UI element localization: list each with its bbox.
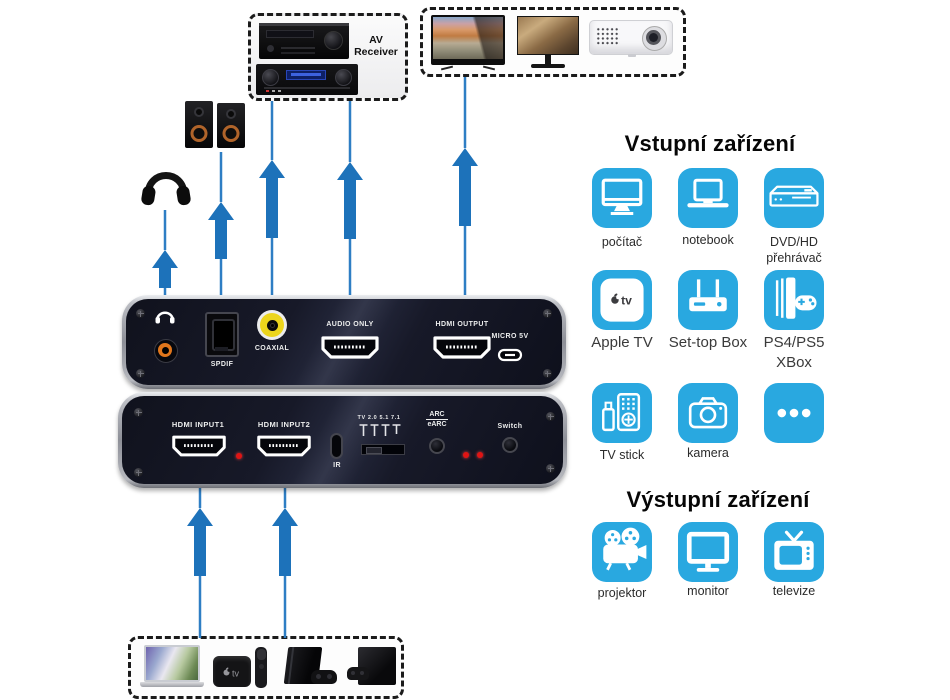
retro-tv-icon (764, 522, 824, 582)
extractor-input-panel: HDMI INPUT1 HDMI INPUT2 IR TV 2.0 5.1 7.… (118, 392, 567, 488)
switch-button (502, 437, 518, 453)
arc-label: ARC (429, 411, 445, 418)
flow-arrow-hdmi-output (452, 77, 478, 299)
tv-image (431, 15, 505, 71)
input-device-label: přehrávač (766, 251, 822, 265)
camera-icon (678, 383, 738, 443)
displays-group-box (420, 7, 686, 77)
headphone-icon (155, 311, 175, 324)
amplifier-image (256, 64, 358, 95)
speaker-left-image (185, 101, 213, 148)
input-device-label: počítač (601, 235, 643, 249)
more-devices-icon (764, 383, 824, 443)
screw-icon (136, 309, 145, 318)
audio-only-label: AUDIO ONLY (326, 321, 374, 328)
ir-port (330, 433, 343, 459)
projector-vents (596, 27, 620, 46)
laptop-icon (678, 168, 738, 228)
output-device-label: televize (772, 584, 816, 598)
input-device-label: kamera (687, 446, 729, 460)
outputs-heading: Výstupní zařízení (626, 487, 810, 512)
output-device-label: monitor (687, 584, 729, 598)
screw-icon (136, 369, 145, 378)
ir-label: IR (333, 462, 341, 469)
gaming-monitor-image (517, 16, 579, 68)
hdmi-output-port (433, 336, 491, 359)
status-led-1 (463, 452, 469, 458)
screw-icon (543, 309, 552, 318)
screw-icon (543, 369, 552, 378)
apple-tv-icon: tv (592, 270, 652, 330)
input-device-label: XBox (776, 354, 812, 371)
spdif-port (205, 312, 239, 357)
controller2-image (347, 667, 369, 680)
coaxial-port (257, 310, 287, 340)
projector-image (589, 20, 673, 57)
input-device-label: Apple TV (591, 334, 653, 351)
flow-arrow-headphones (152, 210, 178, 299)
input-device-label: DVD/HD (770, 235, 818, 249)
micro-usb-label: MICRO 5V (491, 333, 529, 340)
screw-icon (546, 464, 555, 473)
film-projector-icon (592, 522, 652, 582)
tv-stick-icon (592, 383, 652, 443)
hdmi-output-label: HDMI OUTPUT (435, 321, 489, 328)
headphones-image (141, 172, 191, 206)
ps4-controller-image (311, 670, 337, 684)
dip-switch-label: TV 2.0 5.1 7.1 (357, 415, 401, 421)
screw-icon (134, 468, 143, 477)
sources-group-box: tv (128, 636, 404, 699)
flow-arrow-audio-only (337, 101, 363, 299)
flow-arrow-hdmi-input1 (187, 470, 213, 638)
headphone-jack (154, 339, 178, 363)
apple-remote-image (255, 647, 267, 688)
input-device-label: TV stick (599, 448, 645, 462)
apple-tv-logo-text: tv (232, 669, 240, 679)
apple-tv-box-image: tv (213, 656, 251, 687)
micro-usb-port (497, 348, 523, 362)
game-console-icon (764, 270, 824, 330)
hdmi-input2-label: HDMI INPUT2 (257, 420, 311, 429)
dip-slider-switch (361, 444, 405, 455)
spdif-label: SPDIF (210, 361, 234, 368)
speaker-right-image (217, 103, 245, 148)
av-receiver-label: AV Receiver (354, 34, 398, 59)
flow-arrow-coaxial (259, 101, 285, 299)
extractor-output-panel: SPDIF COAXIAL AUDIO ONLY HDMI OUTPUT MIC… (122, 295, 566, 389)
flow-arrow-hdmi-input2 (272, 470, 298, 638)
status-led-2 (477, 452, 483, 458)
input-device-label: notebook (682, 233, 734, 247)
arc-earc-divider (426, 419, 448, 420)
arc-earc-button (429, 438, 445, 454)
output-device-label: projektor (597, 586, 647, 600)
dvd-player-icon (764, 168, 824, 228)
monitor-icon (678, 522, 738, 582)
input-device-label: PS4/PS5 (763, 334, 825, 351)
laptop-image (140, 645, 204, 689)
av-receiver-group-box: AV Receiver (248, 13, 408, 101)
switch-label: Switch (497, 423, 523, 430)
desktop-computer-icon (592, 168, 652, 228)
hdmi-input2-port (257, 435, 311, 457)
screw-icon (134, 408, 143, 417)
hdmi-input1-port (172, 435, 226, 457)
input-device-label: Set-top Box (668, 334, 748, 351)
input1-led (236, 453, 242, 459)
flow-arrow-spdif (208, 152, 234, 299)
audio-only-hdmi-port (321, 336, 379, 359)
arc-earc-labels: ARC eARC (420, 411, 454, 428)
screw-icon (546, 412, 555, 421)
inputs-heading: Vstupní zařízení (624, 131, 796, 156)
apple-tv-icon-text: tv (621, 294, 632, 308)
coaxial-label: COAXIAL (254, 345, 290, 352)
dip-switch-marks (359, 424, 401, 436)
earc-label: eARC (427, 421, 447, 428)
av-receiver-image (259, 23, 349, 59)
set-top-box-icon (678, 270, 738, 330)
hdmi-input1-label: HDMI INPUT1 (171, 420, 225, 429)
